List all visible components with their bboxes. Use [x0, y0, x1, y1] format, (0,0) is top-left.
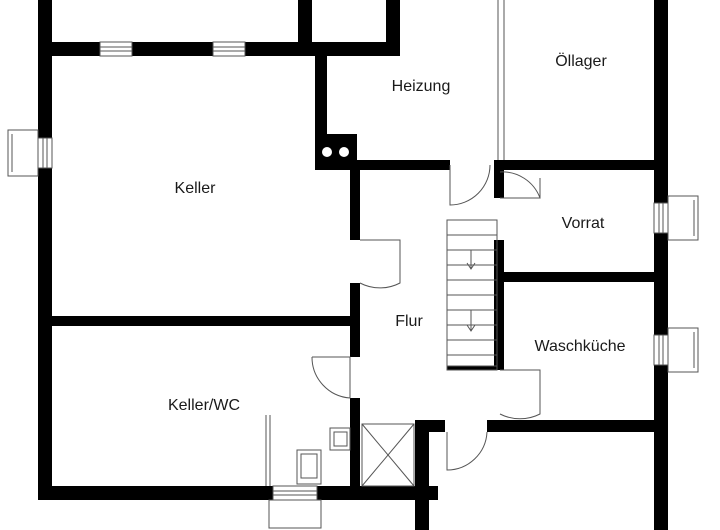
window-left [7, 129, 53, 177]
wall-heizung-bottom-left [315, 160, 450, 170]
room-label-keller-wc: Keller/WC [168, 397, 240, 414]
room-label-waschkueche: Waschküche [535, 338, 626, 355]
wall-heizung-bottom-right [494, 160, 668, 170]
wall-upper-stub-1 [298, 0, 312, 56]
shaft [361, 423, 415, 487]
window-bottom-wc [268, 485, 322, 529]
room-label-oellager: Öllager [555, 52, 607, 70]
room-label-vorrat: Vorrat [562, 215, 605, 232]
wall-bottom-left [38, 486, 438, 500]
wall-lower-right-2 [654, 420, 668, 530]
wall-vorrat-divider [494, 272, 668, 282]
wall-waschkueche-bottom-right [487, 420, 668, 432]
oellager-partition [497, 0, 505, 160]
door-keller-wc [311, 356, 351, 399]
room-label-keller: Keller [175, 180, 217, 197]
window-top-1 [99, 41, 133, 57]
door-lower [446, 431, 488, 471]
wall-top-keller [38, 42, 318, 56]
staircase [446, 219, 498, 371]
wc-fixtures [265, 415, 351, 486]
door-waschkueche [499, 369, 541, 420]
door-heizung [449, 164, 491, 206]
door-vorrat [499, 171, 541, 199]
wall-right-rooms-left-mid [494, 240, 504, 370]
walls [38, 0, 668, 530]
window-top-2 [212, 41, 246, 57]
window-right-vorrat [653, 195, 699, 241]
room-label-heizung: Heizung [392, 78, 451, 95]
wall-left-outer [38, 0, 52, 500]
wall-right-rooms-left-top [494, 160, 504, 198]
room-label-flur: Flur [395, 313, 423, 330]
door-keller [359, 239, 401, 289]
room-labels: Heizung Öllager Keller Vorrat Flur Wasch… [168, 52, 626, 414]
wall-keller-divider [38, 316, 360, 326]
wall-lower-right-1 [415, 420, 429, 530]
wall-flur-left-low [350, 398, 360, 500]
windows [7, 41, 699, 529]
wall-upper-top [312, 42, 400, 56]
chimney-block [315, 134, 357, 162]
chimney-flues [322, 147, 349, 157]
window-right-waschkueche [653, 327, 699, 373]
wall-flur-left-top [350, 160, 360, 240]
doors [311, 164, 541, 471]
